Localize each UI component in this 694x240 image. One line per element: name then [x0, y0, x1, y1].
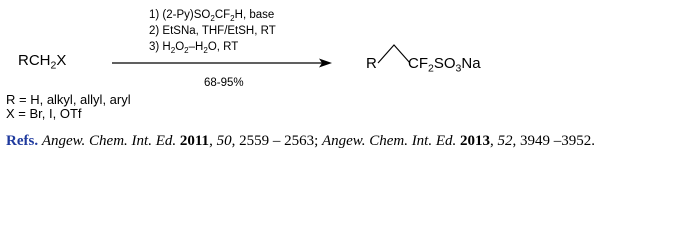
product-r-group: R [366, 55, 377, 72]
references-line: Refs. Angew. Chem. Int. Ed. 2011, 50, 25… [6, 133, 596, 149]
condition-step-3: 3) H2O2–H2O, RT [149, 41, 239, 55]
substituent-note-x: X = Br, I, OTf [6, 106, 82, 121]
yield-label: 68-95% [204, 77, 244, 89]
reference-2-pages: , 3949 –3952. [512, 133, 596, 149]
reference-2-year: 2013 [460, 133, 491, 149]
product-bond-lines [377, 44, 411, 64]
reference-2-journal: Angew. Chem. Int. Ed. [321, 133, 457, 149]
reference-2-volume: 52 [497, 133, 513, 149]
reference-1-volume: 50 [216, 133, 232, 149]
reference-1-journal: Angew. Chem. Int. Ed. [41, 133, 177, 149]
reactant-formula: RCH2X [18, 52, 67, 72]
condition-step-2: 2) EtSNa, THF/EtSH, RT [149, 25, 276, 37]
reference-1-year: 2011 [179, 133, 210, 149]
reaction-arrow [112, 58, 332, 68]
condition-step-1: 1) (2-Py)SO2CF2H, base [149, 9, 275, 23]
refs-label: Refs. [6, 133, 39, 149]
product-sulfinate-group: CF2SO3Na [408, 55, 481, 75]
substituent-note-r: R = H, alkyl, allyl, aryl [6, 92, 131, 107]
reference-1-pages: , 2559 – 2563; [231, 133, 319, 149]
